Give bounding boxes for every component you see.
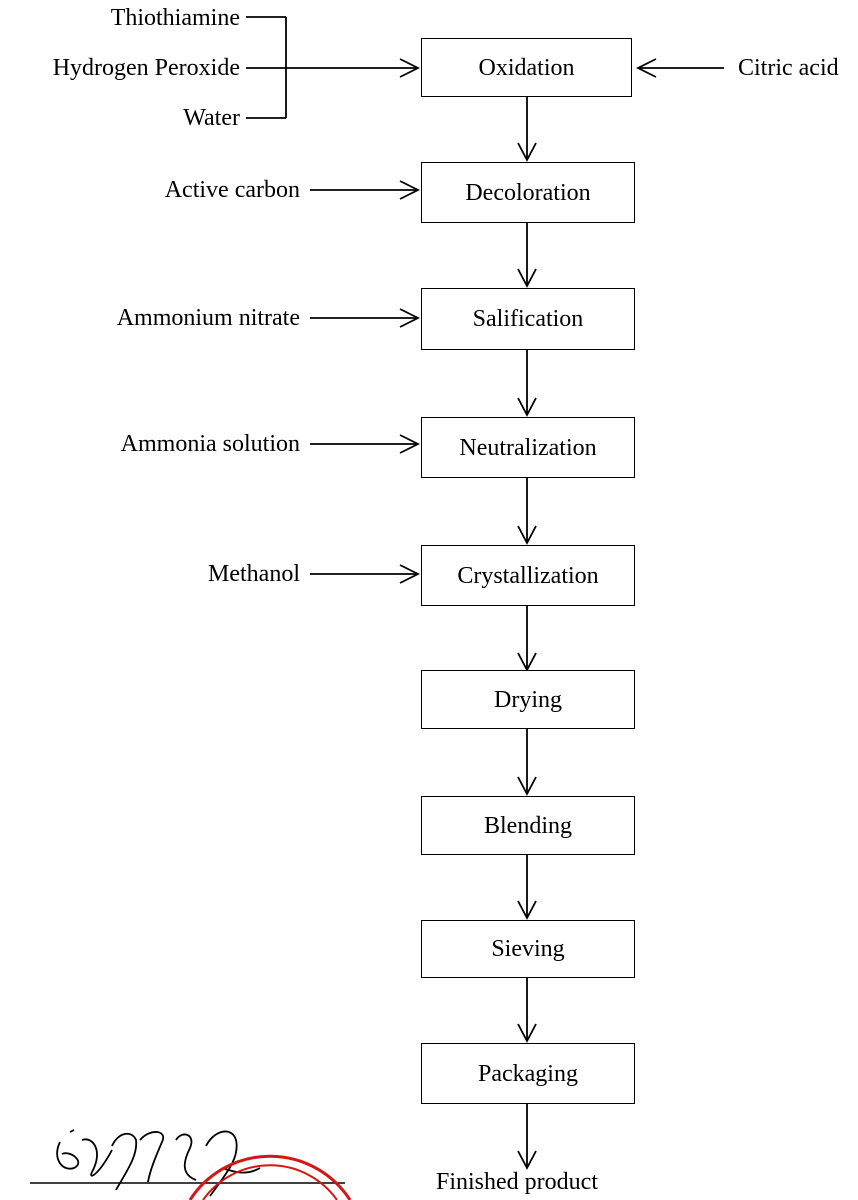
finished-product-label: Finished product [436, 1169, 598, 1195]
step-neutralization: Neutralization [421, 417, 635, 478]
step-oxidation: Oxidation [421, 38, 632, 97]
arrowhead-ammonium-nitrate [399, 308, 421, 328]
step-decoloration: Decoloration [421, 162, 635, 223]
arrowhead-down-7 [517, 900, 537, 920]
step-sieving: Sieving [421, 920, 635, 978]
input-ammonia-solution: Ammonia solution [120, 431, 300, 457]
arrowhead-methanol [399, 564, 421, 584]
input-citric-acid: Citric acid [738, 55, 839, 81]
signature [30, 1129, 345, 1197]
step-salification: Salification [421, 288, 635, 350]
arrowhead-down-8 [517, 1023, 537, 1043]
input-methanol: Methanol [208, 561, 300, 587]
arrowhead-down-3 [517, 397, 537, 417]
arrowhead-peroxide [399, 58, 421, 78]
arrowhead-down-9 [517, 1150, 537, 1170]
input-ammonium-nitrate: Ammonium nitrate [116, 305, 300, 331]
step-packaging: Packaging [421, 1043, 635, 1104]
company-stamp [188, 1154, 352, 1200]
input-thiothiamine: Thiothiamine [110, 5, 240, 31]
arrowhead-ammonia-solution [399, 434, 421, 454]
step-drying: Drying [421, 670, 635, 729]
arrowhead-down-4 [517, 525, 537, 545]
arrowhead-citric [635, 58, 657, 78]
step-blending: Blending [421, 796, 635, 855]
input-water: Water [183, 105, 240, 131]
arrowhead-down-2 [517, 268, 537, 288]
arrowhead-down-1 [517, 142, 537, 162]
input-hydrogen-peroxide: Hydrogen Peroxide [52, 55, 240, 81]
input-active-carbon: Active carbon [164, 177, 300, 203]
arrowhead-down-6 [517, 776, 537, 796]
arrowhead-active-carbon [399, 180, 421, 200]
step-crystallization: Crystallization [421, 545, 635, 606]
